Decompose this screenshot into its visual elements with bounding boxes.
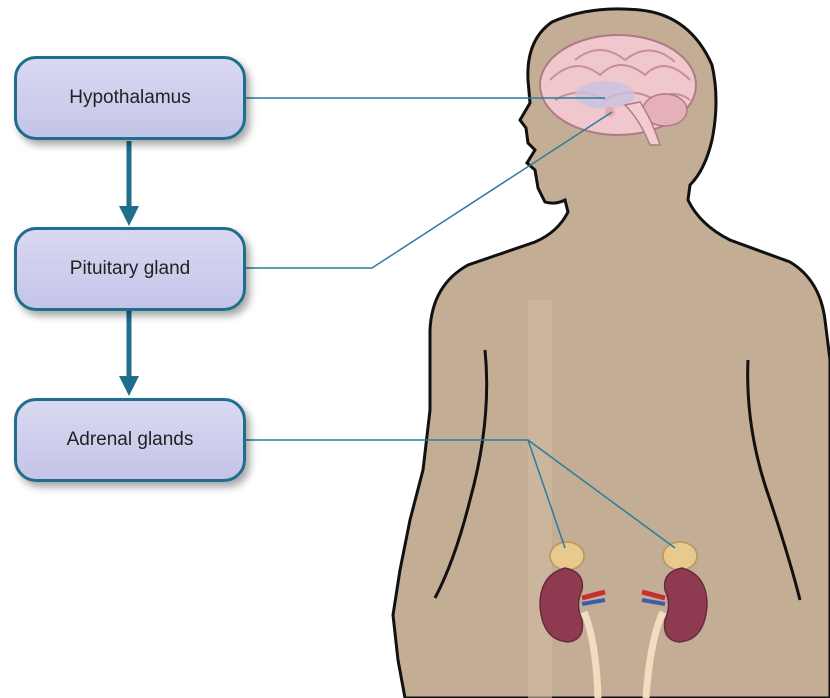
pituitary-gland-box: Pituitary gland (14, 227, 246, 311)
adrenal-glands-box: Adrenal glands (14, 398, 246, 482)
arrow-hypothalamus-to-pituitary (119, 141, 139, 226)
pituitary-gland-label: Pituitary gland (70, 258, 190, 280)
hypothalamus-box: Hypothalamus (14, 56, 246, 140)
arrow-pituitary-to-adrenal (119, 311, 139, 396)
adrenal-glands-label: Adrenal glands (67, 429, 194, 451)
hypothalamus-label: Hypothalamus (69, 87, 190, 109)
